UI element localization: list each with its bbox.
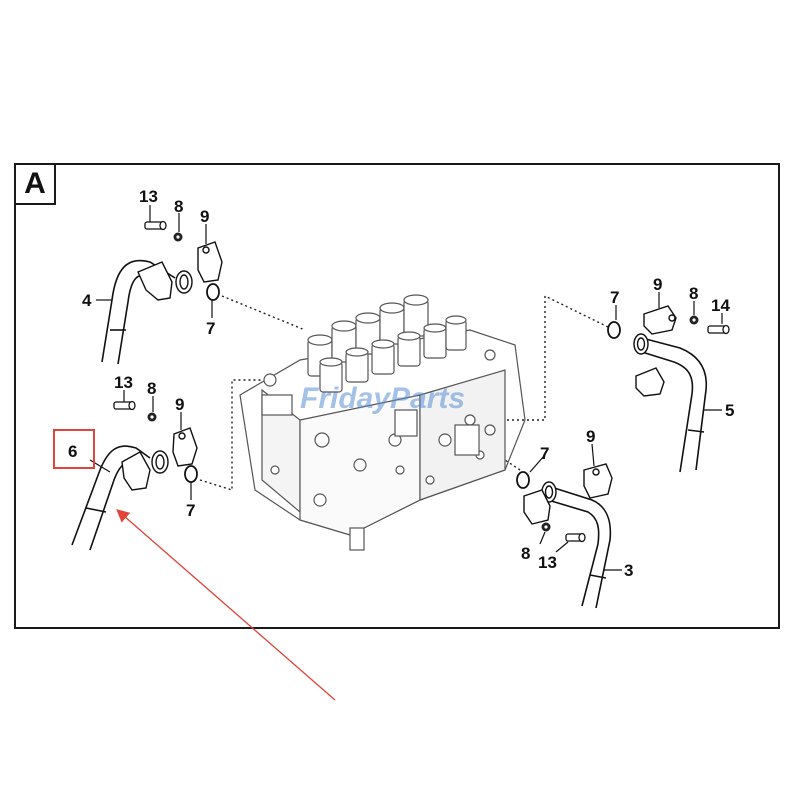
- bolt-13a: [144, 220, 167, 231]
- flange-clamp-9b: [172, 427, 198, 467]
- flange-half-4: [137, 261, 193, 301]
- callout-7-upper-right: 7: [610, 288, 619, 307]
- callout-9-lower-left: 9: [175, 395, 184, 414]
- washer-8a: [173, 232, 183, 242]
- callout-8-lower-left: 8: [147, 379, 156, 398]
- flange-half-5: [633, 333, 665, 397]
- callout-7-lower-left: 7: [186, 501, 195, 520]
- o-ring-7c: [607, 321, 621, 339]
- washer-8c: [689, 315, 699, 325]
- callout-6: 6: [68, 442, 77, 461]
- washer-8d: [541, 522, 551, 532]
- callout-13-upper-left: 13: [139, 187, 158, 206]
- o-ring-7d: [516, 471, 530, 489]
- callout-5: 5: [725, 401, 734, 420]
- dotted-leader-lines: [199, 295, 609, 491]
- bolt-13c: [565, 532, 586, 543]
- callout-9-lower-right: 9: [586, 427, 595, 446]
- callout-13-lower-right: 13: [538, 553, 557, 572]
- highlight-box: [53, 429, 95, 469]
- callout-3: 3: [624, 561, 633, 580]
- hose-5: [641, 337, 708, 473]
- callout-14: 14: [711, 296, 730, 315]
- watermark: FridayParts: [300, 382, 465, 415]
- hose-3: [547, 485, 612, 609]
- leader-lines-lower-right: [529, 443, 622, 571]
- callout-8-upper-left: 8: [174, 197, 183, 216]
- callout-7-lower-right: 7: [540, 444, 549, 463]
- callout-13-lower-left: 13: [114, 373, 133, 392]
- highlight-arrow: [116, 509, 336, 701]
- washer-8b: [147, 412, 157, 422]
- callout-labels: 13 8 9 4 7 13 8 9 6 7 7 9 8 14 5 7 9 8 1…: [68, 187, 734, 580]
- control-valve-assembly: [239, 294, 526, 551]
- diagram-frame: [14, 163, 780, 629]
- callout-7-upper-left: 7: [206, 319, 215, 338]
- leader-lines-upper-right: [615, 292, 723, 411]
- flange-half-3: [523, 481, 557, 525]
- callout-9-upper-right: 9: [653, 275, 662, 294]
- callout-4: 4: [82, 291, 92, 310]
- flange-clamp-9d: [583, 463, 613, 499]
- flange-clamp-9a: [197, 241, 223, 283]
- o-ring-7a: [206, 283, 220, 301]
- flange-half-6: [121, 450, 169, 491]
- leader-lines-upper-left: [96, 205, 213, 318]
- flange-clamp-9c: [643, 305, 677, 335]
- o-ring-7b: [184, 465, 198, 483]
- callout-8-upper-right: 8: [689, 284, 698, 303]
- section-label: A: [14, 163, 56, 205]
- callout-8-lower-right: 8: [521, 544, 530, 563]
- callout-9-upper-left: 9: [200, 207, 209, 226]
- bolt-14: [707, 324, 730, 335]
- bolt-13b: [113, 400, 136, 411]
